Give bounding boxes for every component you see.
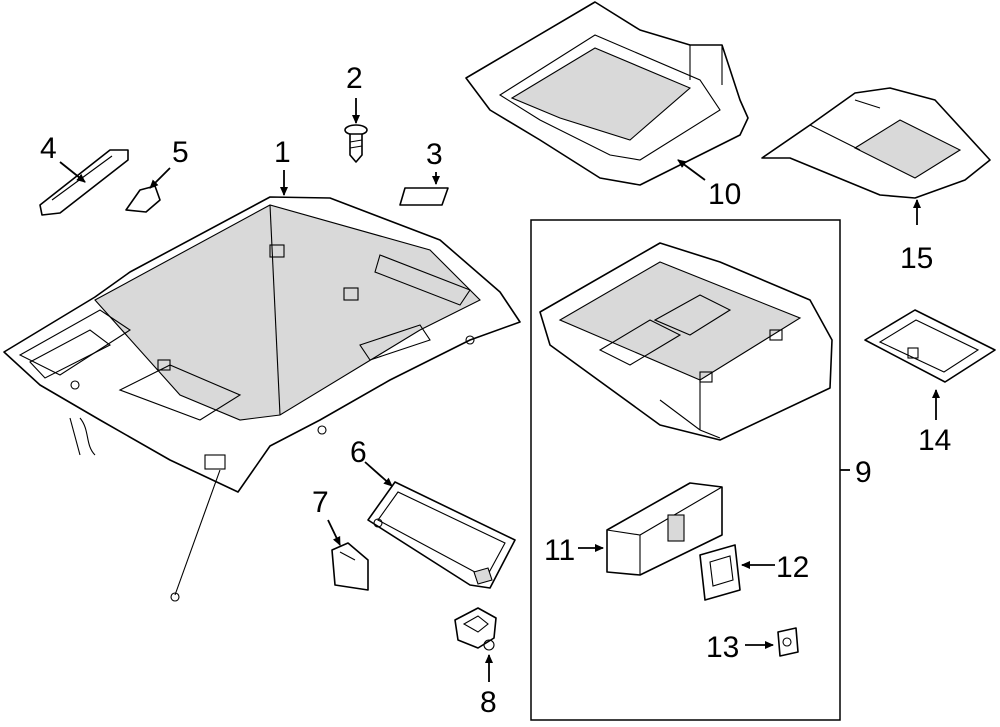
leader-6 [364, 461, 393, 487]
leader-10 [677, 159, 706, 181]
screw-part [344, 124, 368, 163]
callout-2: 2 [346, 62, 363, 95]
frame-part [864, 309, 996, 383]
leader-7 [327, 519, 341, 546]
leader-5 [149, 167, 171, 189]
sun-visor-part [367, 481, 516, 589]
tray-part [465, 1, 749, 186]
callout-5: 5 [172, 136, 189, 169]
overhead-console-part [539, 242, 833, 441]
headliner-part [3, 196, 521, 602]
bulb-part [777, 627, 799, 657]
switch-part [699, 544, 741, 601]
callout-4: 4 [40, 132, 57, 165]
callout-9: 9 [855, 456, 872, 489]
clip-part [125, 185, 161, 213]
pad-part [399, 187, 449, 206]
callout-3: 3 [426, 138, 443, 171]
callout-labels: 1 2 3 4 5 6 7 8 9 10 11 12 13 14 15 [40, 62, 951, 719]
callout-13: 13 [706, 631, 739, 664]
callout-12: 12 [776, 551, 809, 584]
visor-clip-part [454, 607, 497, 651]
leader-lines [59, 98, 940, 682]
callout-6: 6 [350, 436, 367, 469]
callout-7: 7 [312, 486, 329, 519]
leader-4 [59, 161, 86, 183]
callout-1: 1 [274, 136, 291, 169]
module-part [606, 482, 723, 576]
callout-11: 11 [544, 534, 575, 567]
callout-14: 14 [918, 424, 951, 457]
cover-part [761, 87, 991, 199]
visor-bracket-part [331, 542, 369, 591]
callout-15: 15 [900, 242, 933, 275]
callout-8: 8 [480, 686, 497, 719]
callout-10: 10 [708, 178, 741, 211]
